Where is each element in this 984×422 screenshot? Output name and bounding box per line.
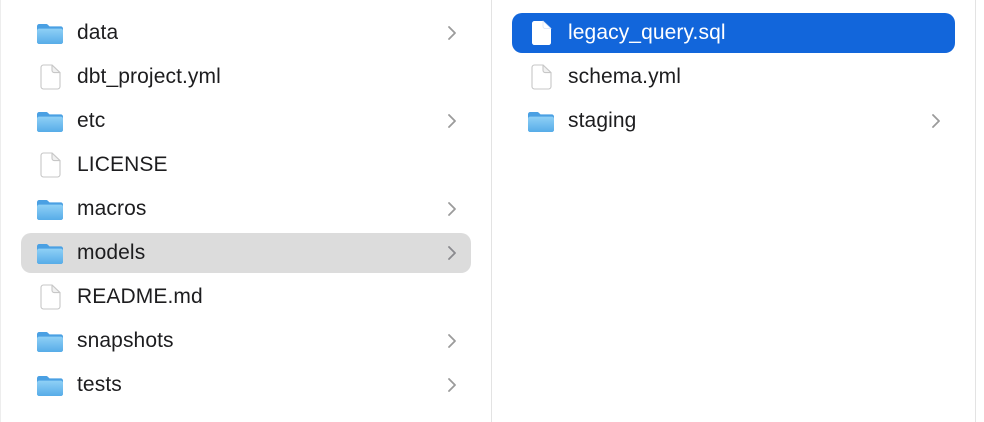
- folder-label: etc: [77, 109, 106, 132]
- chevron-right-icon: [923, 113, 941, 129]
- file-row-readme-md[interactable]: README.md: [21, 277, 471, 317]
- folder-label: data: [77, 21, 119, 44]
- file-row-license[interactable]: LICENSE: [21, 145, 471, 185]
- folder-row-models-selected[interactable]: models: [21, 233, 471, 273]
- folder-icon: [35, 22, 65, 45]
- folder-row-tests[interactable]: tests: [21, 365, 471, 405]
- folder-row-data[interactable]: data: [21, 13, 471, 53]
- document-icon: [35, 284, 65, 310]
- file-label: legacy_query.sql: [568, 21, 726, 44]
- chevron-right-icon: [439, 25, 457, 41]
- file-row-schema-yml[interactable]: schema.yml: [512, 57, 955, 97]
- file-row-dbt-project-yml[interactable]: dbt_project.yml: [21, 57, 471, 97]
- document-icon: [526, 64, 556, 90]
- file-label: LICENSE: [77, 153, 168, 176]
- chevron-right-icon: [439, 201, 457, 217]
- folder-label: snapshots: [77, 329, 174, 352]
- folder-icon: [35, 374, 65, 397]
- folder-icon: [35, 330, 65, 353]
- file-label: README.md: [77, 285, 203, 308]
- folder-label: macros: [77, 197, 147, 220]
- document-icon: [35, 64, 65, 90]
- file-label: schema.yml: [568, 65, 682, 88]
- folder-icon: [35, 110, 65, 133]
- folder-label: staging: [568, 109, 637, 132]
- chevron-right-icon: [439, 245, 457, 261]
- file-column-edge: [976, 0, 984, 422]
- folder-row-snapshots[interactable]: snapshots: [21, 321, 471, 361]
- folder-row-staging[interactable]: staging: [512, 101, 955, 141]
- chevron-right-icon: [439, 113, 457, 129]
- chevron-right-icon: [439, 377, 457, 393]
- folder-row-etc[interactable]: etc: [21, 101, 471, 141]
- document-icon: [526, 20, 556, 46]
- folder-row-macros[interactable]: macros: [21, 189, 471, 229]
- file-column-right: legacy_query.sql schema.yml staging: [492, 0, 976, 422]
- document-icon: [35, 152, 65, 178]
- folder-icon: [35, 198, 65, 221]
- folder-icon: [35, 242, 65, 265]
- chevron-right-icon: [439, 333, 457, 349]
- file-column-left: data dbt_project.yml etc LICENSE macros …: [0, 0, 492, 422]
- folder-icon: [526, 110, 556, 133]
- folder-label: models: [77, 241, 146, 264]
- file-row-legacy-query-sql-selected[interactable]: legacy_query.sql: [512, 13, 955, 53]
- file-label: dbt_project.yml: [77, 65, 221, 88]
- folder-label: tests: [77, 373, 122, 396]
